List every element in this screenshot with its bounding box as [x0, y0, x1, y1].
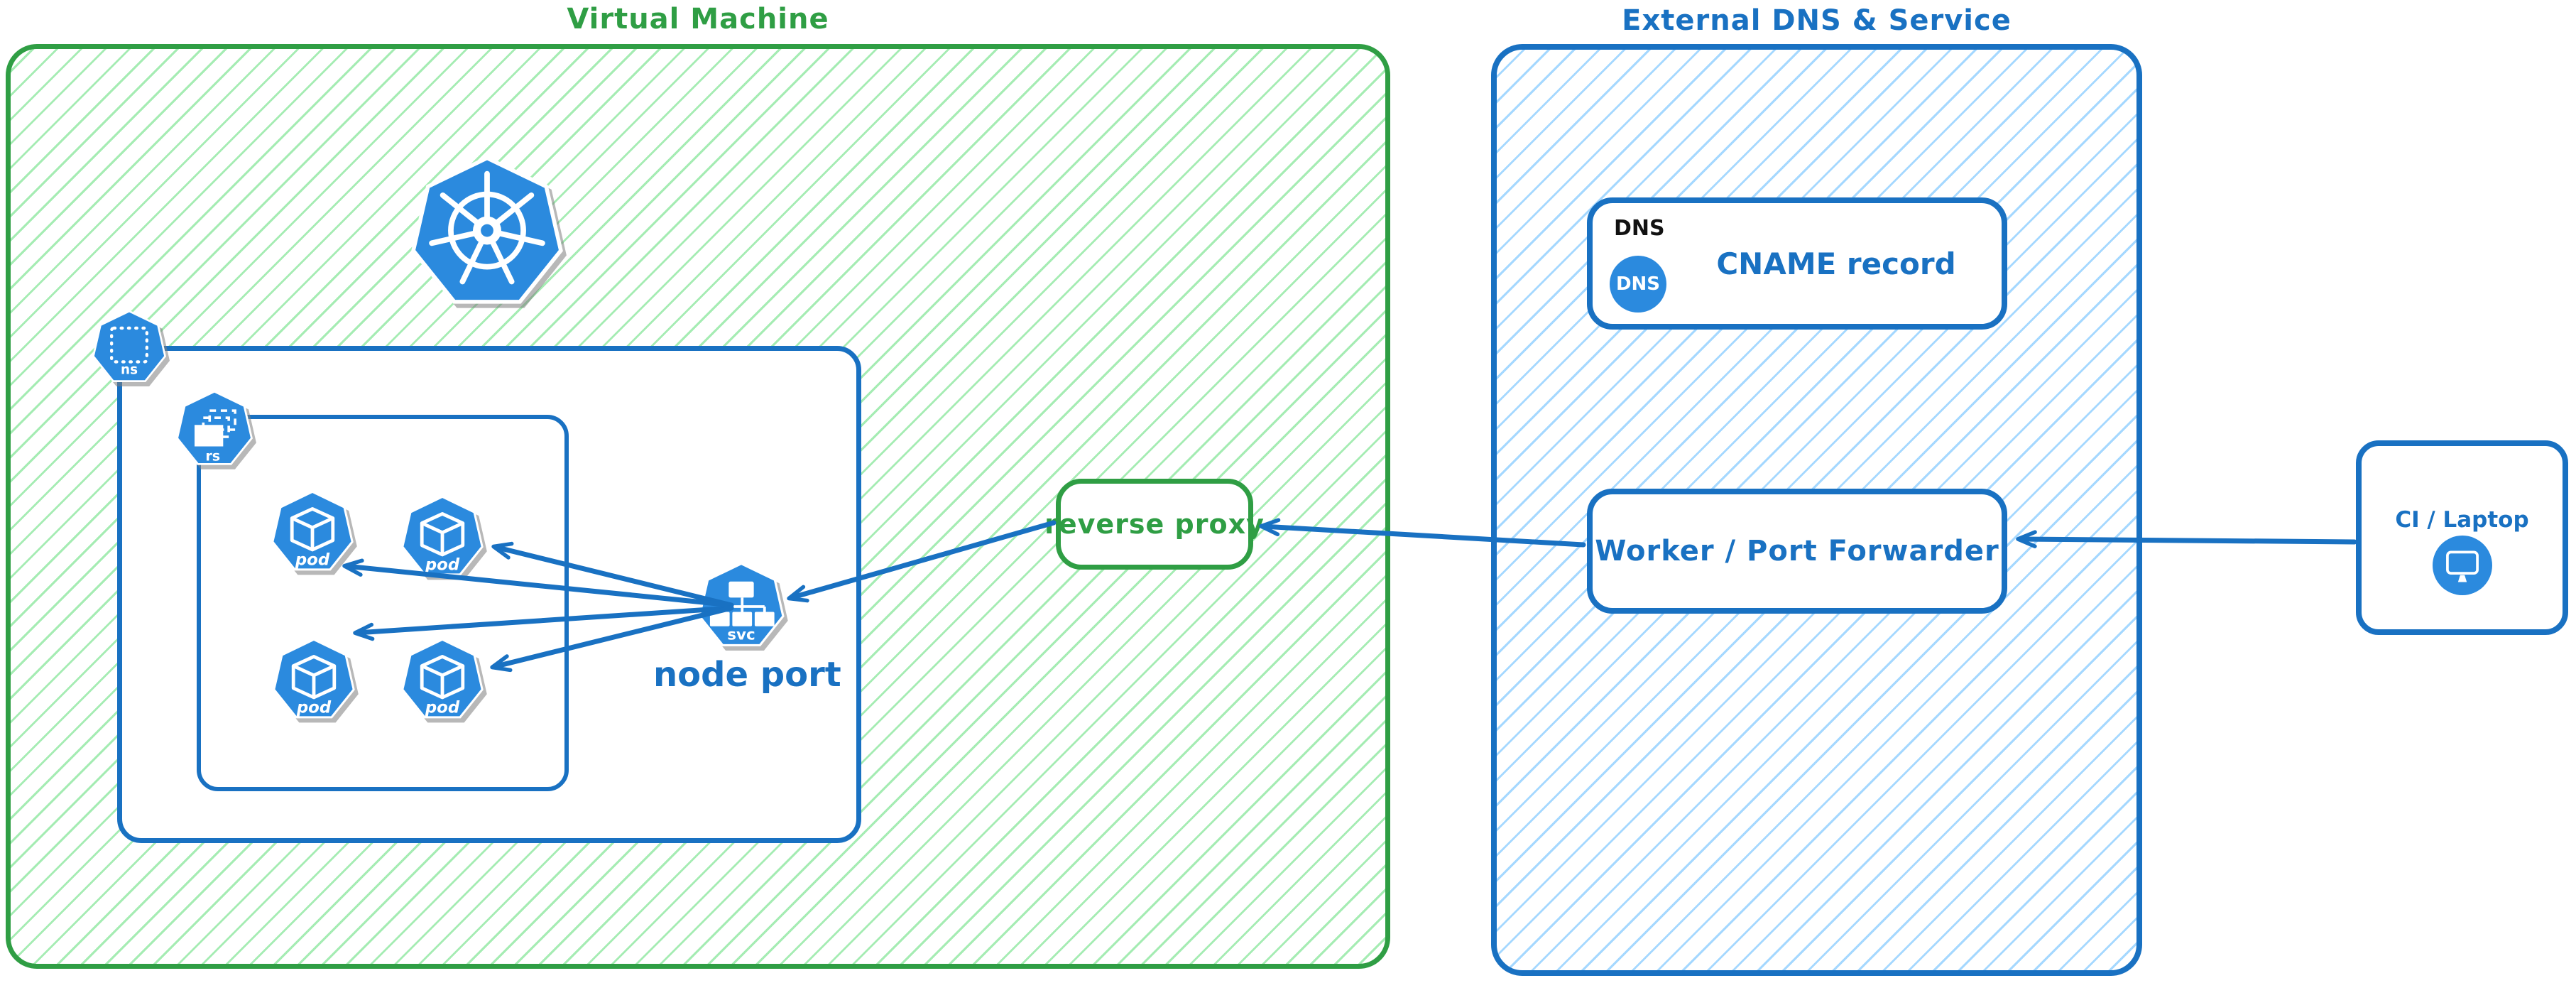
ci-laptop-label: CI / Laptop [2395, 507, 2529, 533]
namespace-icon-label: ns [121, 363, 138, 378]
pod-4-icon: pod [401, 638, 484, 719]
pod-3-label: pod [296, 699, 332, 717]
external-region-title: External DNS & Service [1622, 4, 2012, 37]
worker-port-forwarder-box: Worker / Port Forwarder [1587, 489, 2007, 614]
kubernetes-logo-icon [411, 156, 563, 304]
reverse-proxy-label: reverse proxy [1044, 509, 1265, 540]
dns-record-box: DNS DNS CNAME record [1587, 197, 2007, 330]
pod-4-label: pod [425, 699, 460, 717]
worker-port-forwarder-label: Worker / Port Forwarder [1595, 535, 1999, 567]
ci-laptop-box: CI / Laptop [2356, 440, 2568, 635]
replicaset-box [197, 415, 569, 791]
node-port-label: node port [653, 655, 841, 695]
replicaset-icon: rs [176, 390, 253, 465]
reverse-proxy-box: reverse proxy [1044, 479, 1264, 570]
service-icon: svc [698, 562, 785, 647]
monitor-icon [2432, 536, 2492, 595]
pod-1-icon: pod [271, 490, 354, 571]
replicaset-icon-label: rs [205, 449, 220, 465]
cname-record-label: CNAME record [1716, 246, 1956, 281]
pod-2-icon: pod [401, 495, 484, 576]
pod-3-icon: pod [273, 638, 355, 719]
pod-2-label: pod [425, 556, 460, 575]
dns-icon: DNS [1610, 256, 1666, 313]
vm-region-title: Virtual Machine [567, 3, 829, 36]
pod-1-label: pod [295, 551, 330, 570]
service-icon-label: svc [727, 626, 755, 644]
dns-tag-label: DNS [1614, 216, 1665, 241]
namespace-icon: ns [92, 310, 167, 383]
